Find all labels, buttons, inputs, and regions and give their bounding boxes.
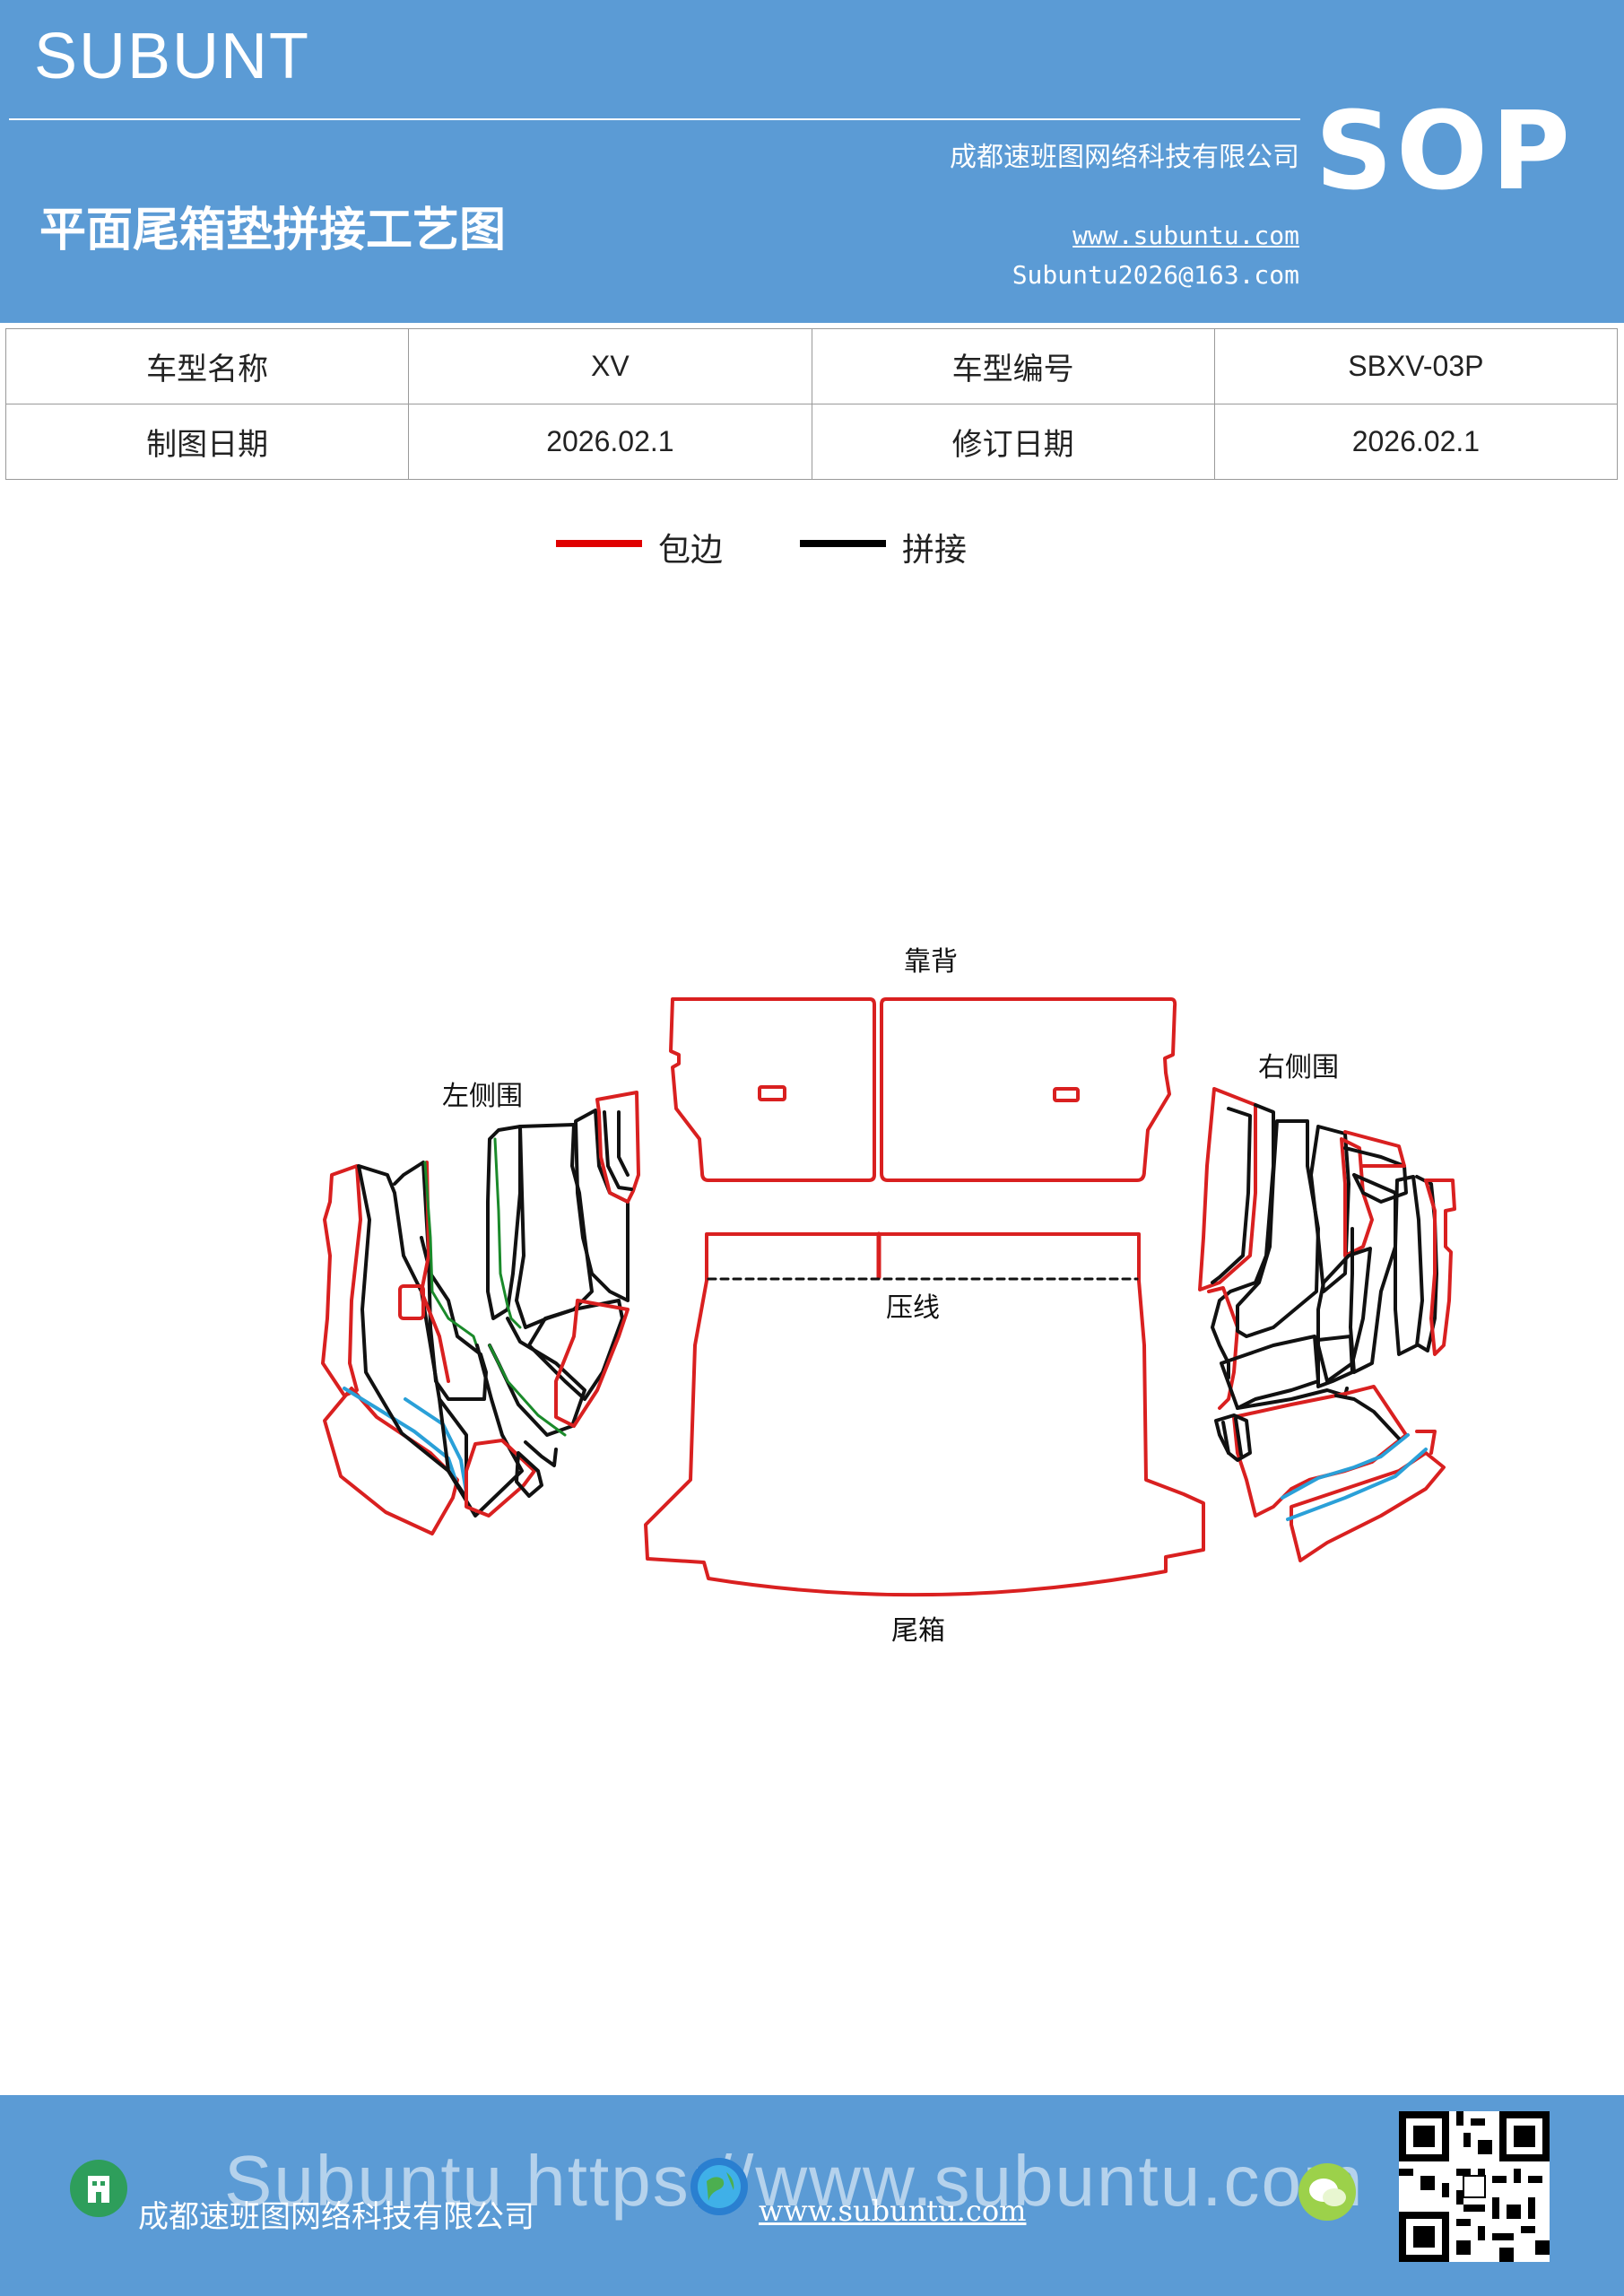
right-side-pieces (1198, 1087, 1456, 1562)
model-name-label: 车型名称 (4, 328, 410, 404)
crease-label: 压线 (886, 1292, 940, 1324)
left-side-label: 左侧围 (442, 1081, 523, 1112)
trunk-floor-panel (644, 1232, 1205, 1597)
table-row: 车型名称 XV 车型编号 SBXV-03P (4, 328, 1619, 404)
document-title: 平面尾箱垫拼接工艺图 (39, 204, 507, 257)
revise-date-label: 修订日期 (811, 404, 1215, 480)
legend-label-edge: 包边 (658, 532, 724, 569)
qr-code (1399, 2111, 1550, 2262)
footer-watermark: Subuntu https://www.subuntu.com (224, 2141, 1365, 2221)
left-side-pieces (321, 1091, 640, 1535)
model-name-value: XV (408, 328, 812, 404)
header-divider (9, 118, 1300, 120)
company-name: 成都速班图网络科技有限公司 (950, 142, 1299, 173)
brand-logo-text: SUBUNT (34, 21, 311, 92)
backrest-left-panel (669, 997, 876, 1182)
sop-badge: SOP (1315, 90, 1574, 214)
footer-website-link[interactable]: www.subuntu.com (759, 2194, 1027, 2228)
backrest-right-slot (1053, 1087, 1080, 1102)
legend-swatch-seam (800, 540, 886, 547)
backrest-left-slot (758, 1085, 786, 1101)
model-code-value: SBXV-03P (1213, 328, 1619, 404)
revise-date-value: 2026.02.1 (1213, 404, 1619, 480)
footer-company-name: 成都速班图网络科技有限公司 (138, 2199, 534, 2235)
legend-swatch-edge (556, 540, 642, 547)
right-side-label: 右侧围 (1258, 1052, 1339, 1083)
page-header: SUBUNT 平面尾箱垫拼接工艺图 成都速班图网络科技有限公司 www.subu… (0, 0, 1624, 323)
building-icon (70, 2160, 127, 2217)
backrest-label: 靠背 (904, 946, 958, 978)
draw-date-value: 2026.02.1 (408, 404, 812, 480)
legend: 包边 拼接 (0, 520, 1624, 574)
table-row: 制图日期 2026.02.1 修订日期 2026.02.1 (4, 404, 1619, 480)
wechat-icon (1298, 2163, 1356, 2221)
website-link[interactable]: www.subuntu.com (1073, 221, 1299, 250)
trunk-label: 尾箱 (891, 1615, 945, 1647)
model-code-label: 车型编号 (811, 328, 1215, 404)
vehicle-info-table: 车型名称 XV 车型编号 SBXV-03P 制图日期 2026.02.1 修订日… (4, 328, 1619, 480)
legend-label-seam: 拼接 (902, 532, 968, 569)
email-address[interactable]: Subuntu2026@163.com (1012, 260, 1299, 290)
globe-icon (690, 2158, 748, 2215)
backrest-right-panel (880, 997, 1177, 1182)
draw-date-label: 制图日期 (4, 404, 410, 480)
